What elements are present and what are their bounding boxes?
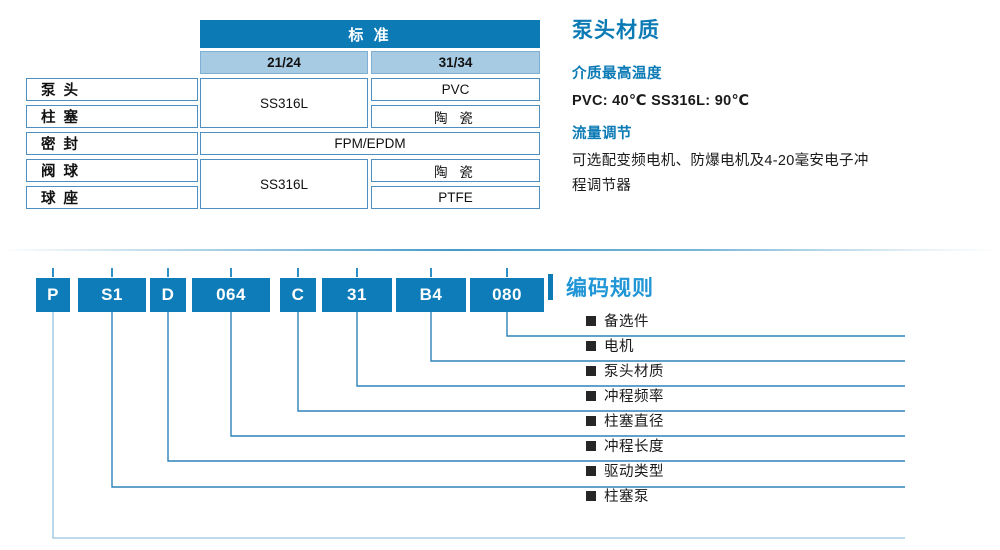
- legend-item-stroke-length: 冲程长度: [566, 433, 986, 458]
- value-group-upper-col2: PVC 陶 瓷: [371, 78, 540, 128]
- legend-item-plunger-diameter: 柱塞直径: [566, 408, 986, 433]
- code-block-c[interactable]: C: [280, 278, 316, 312]
- code-tick-8: [506, 268, 508, 277]
- row-label-seal: 密 封: [26, 132, 198, 155]
- legend-label: 冲程频率: [604, 389, 664, 405]
- table-subheader-row: 21/24 31/34: [200, 51, 540, 74]
- cell-fpm-epdm: FPM/EPDM: [200, 132, 540, 155]
- cell-ss316l-lower: SS316L: [200, 159, 368, 209]
- code-blocks: P S1 D 064 C 31 B4 080: [0, 268, 1000, 312]
- legend-item-plunger-pump: 柱塞泵: [566, 483, 986, 508]
- square-bullet-icon: [586, 465, 596, 476]
- legend-label: 泵头材质: [604, 364, 664, 380]
- label-column: 泵 头 柱 塞 密 封 阀 球 球 座: [26, 78, 198, 213]
- square-bullet-icon: [586, 365, 596, 376]
- temp-heading: 介质最高温度: [572, 66, 662, 82]
- temp-value: PVC: 40℃ SS316L: 90℃: [572, 93, 750, 109]
- table-subheader-col2: 31/34: [371, 51, 540, 74]
- square-bullet-icon: [586, 415, 596, 426]
- code-tick-5: [297, 268, 299, 277]
- square-bullet-icon: [586, 490, 596, 501]
- legend-item-motor: 电机: [566, 333, 986, 358]
- cell-ceramic-upper: 陶 瓷: [371, 105, 540, 128]
- flow-text-line2: 程调节器: [572, 177, 632, 194]
- spec-table: 标 准 21/24 31/34 泵 头 柱 塞 密 封 阀 球 球 座 SS31…: [26, 20, 540, 213]
- table-body: 泵 头 柱 塞 密 封 阀 球 球 座 SS316L PVC 陶 瓷 FPM/E…: [26, 78, 540, 213]
- code-tick-6: [356, 268, 358, 277]
- legend-item-options: 备选件: [566, 308, 986, 333]
- code-tick-4: [230, 268, 232, 277]
- code-tick-7: [430, 268, 432, 277]
- row-label-plunger: 柱 塞: [26, 105, 198, 128]
- header-value-col: 标 准 21/24 31/34: [200, 20, 540, 74]
- legend-label: 驱动类型: [604, 464, 664, 480]
- cell-ss316l-upper: SS316L: [200, 78, 368, 128]
- legend-item-stroke-frequency: 冲程频率: [566, 383, 986, 408]
- value-group-upper: SS316L PVC 陶 瓷: [200, 78, 540, 128]
- code-block-b4[interactable]: B4: [396, 278, 466, 312]
- square-bullet-icon: [586, 340, 596, 351]
- code-block-d[interactable]: D: [150, 278, 186, 312]
- code-tick-2: [111, 268, 113, 277]
- code-block-064[interactable]: 064: [192, 278, 270, 312]
- legend-label: 柱塞泵: [604, 489, 649, 505]
- coding-legend: 编码规则 备选件 电机 泵头材质 冲程频率 柱塞直径 冲程长度 驱动类型: [566, 272, 986, 508]
- code-block-s1[interactable]: S1: [78, 278, 146, 312]
- square-bullet-icon: [586, 440, 596, 451]
- code-tick-1: [52, 268, 54, 277]
- coding-title-accent-bar: [548, 274, 553, 300]
- value-column: SS316L PVC 陶 瓷 FPM/EPDM SS316L 陶 瓷 PTFE: [200, 78, 540, 213]
- cell-pvc: PVC: [371, 78, 540, 101]
- legend-item-drive-type: 驱动类型: [566, 458, 986, 483]
- flow-heading: 流量调节: [572, 126, 632, 143]
- square-bullet-icon: [586, 315, 596, 326]
- info-title: 泵头材质: [572, 19, 660, 42]
- value-group-lower: SS316L 陶 瓷 PTFE: [200, 159, 540, 209]
- code-block-p[interactable]: P: [36, 278, 70, 312]
- coding-title: 编码规则: [566, 277, 654, 300]
- legend-label: 备选件: [604, 314, 649, 330]
- code-tick-3: [167, 268, 169, 277]
- row-label-pump-head: 泵 头: [26, 78, 198, 101]
- cell-ceramic-lower: 陶 瓷: [371, 159, 540, 182]
- value-group-lower-col2: 陶 瓷 PTFE: [371, 159, 540, 209]
- info-panel: 泵头材质 介质最高温度 PVC: 40℃ SS316L: 90℃ 流量调节 可选…: [572, 14, 972, 197]
- legend-label: 电机: [604, 339, 634, 355]
- section-divider: [0, 249, 1000, 251]
- code-block-080[interactable]: 080: [470, 278, 544, 312]
- cell-ptfe: PTFE: [371, 186, 540, 209]
- table-header-row: 标 准 21/24 31/34: [26, 20, 540, 74]
- square-bullet-icon: [586, 390, 596, 401]
- table-subheader-col1: 21/24: [200, 51, 368, 74]
- legend-label: 冲程长度: [604, 439, 664, 455]
- row-label-valve-ball: 阀 球: [26, 159, 198, 182]
- legend-item-pump-head-material: 泵头材质: [566, 358, 986, 383]
- table-header-main: 标 准: [200, 20, 540, 48]
- flow-text-line1: 可选配变频电机、防爆电机及4-20毫安电子冲: [572, 153, 869, 170]
- row-label-ball-seat: 球 座: [26, 186, 198, 209]
- legend-label: 柱塞直径: [604, 414, 664, 430]
- code-block-31[interactable]: 31: [322, 278, 392, 312]
